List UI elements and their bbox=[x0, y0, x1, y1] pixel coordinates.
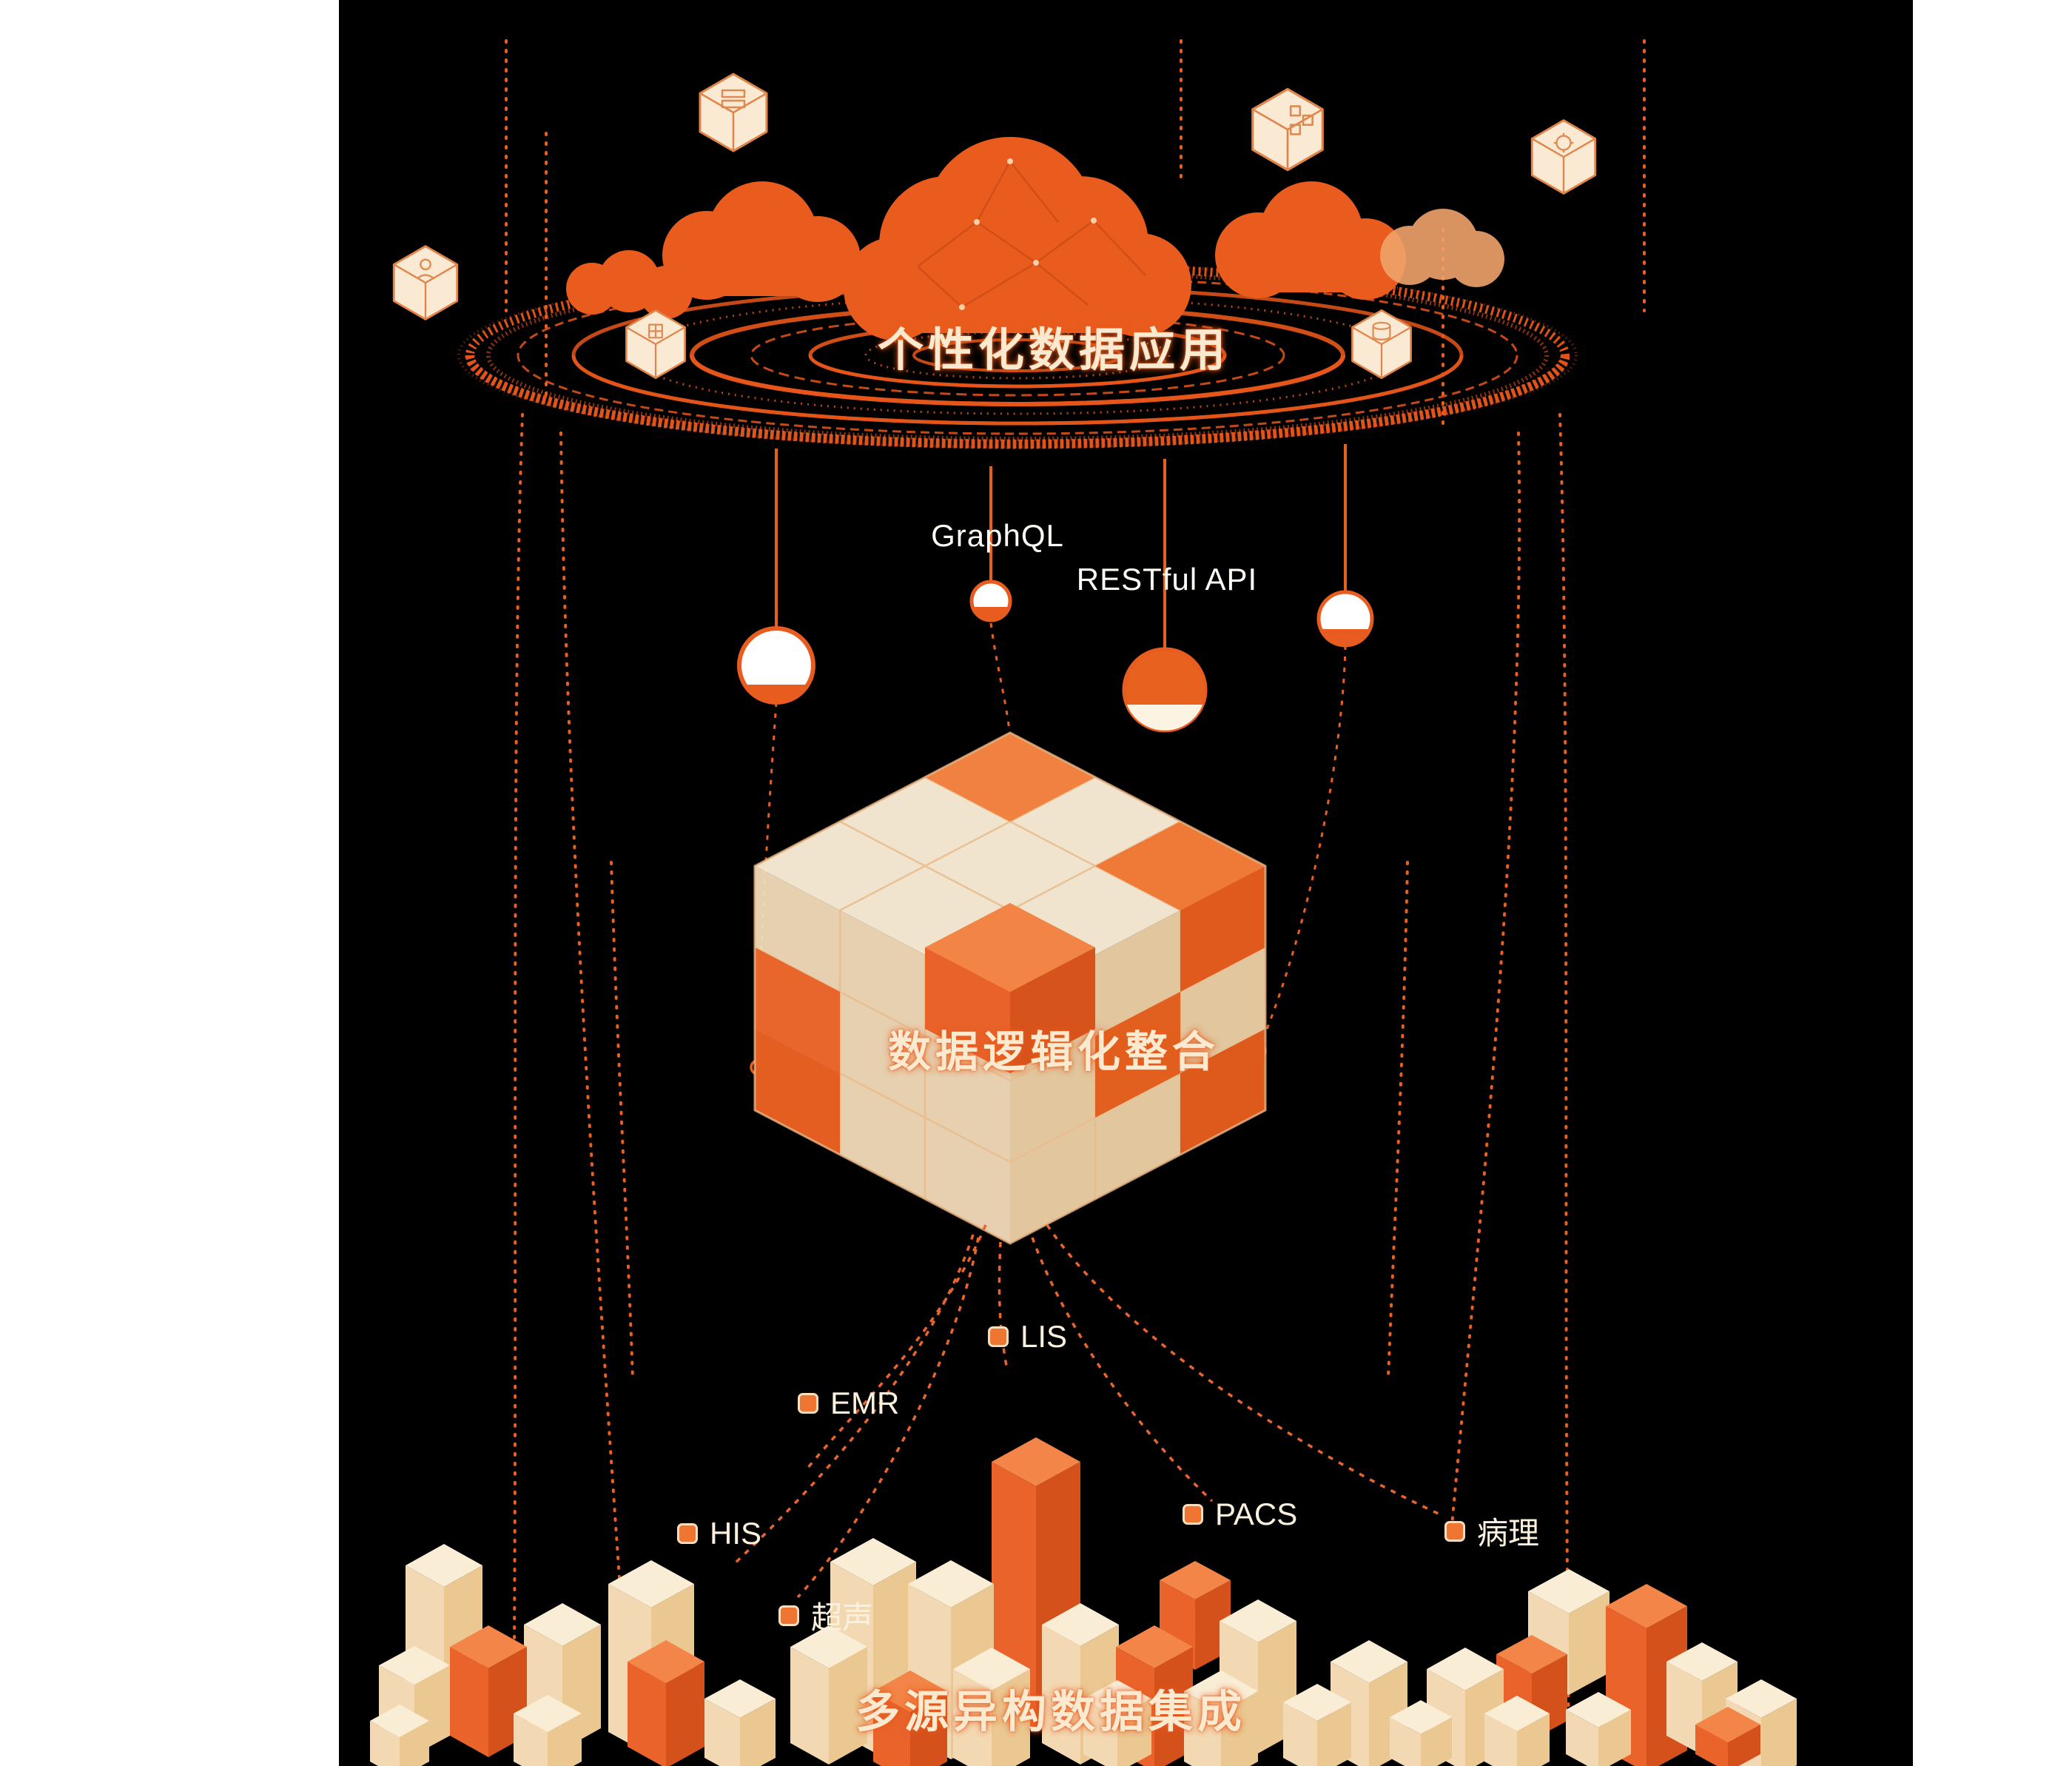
integration-cube-icon bbox=[753, 731, 1267, 1245]
pathology-bullet-icon bbox=[1444, 1520, 1465, 1542]
his-bullet-icon bbox=[677, 1523, 698, 1544]
top-title: 个性化数据应用 bbox=[877, 325, 1231, 376]
pathology-label-text: 病理 bbox=[1477, 1516, 1540, 1551]
gear-cube-icon bbox=[1530, 119, 1597, 195]
emr-label-text: EMR bbox=[830, 1386, 900, 1420]
restful-api-label: RESTful API bbox=[1076, 562, 1258, 597]
ultrasound-bullet-icon bbox=[778, 1605, 799, 1626]
database-cube-icon bbox=[1351, 309, 1412, 380]
pendulum-ball-icon bbox=[1122, 647, 1208, 733]
iso-city-icon bbox=[370, 1437, 1797, 1766]
person-cube-icon bbox=[392, 245, 459, 320]
cloud-cluster-icon bbox=[566, 137, 1504, 340]
lis-bullet-icon bbox=[988, 1326, 1009, 1347]
label-lis: LIS bbox=[988, 1319, 1067, 1354]
emr-bullet-icon bbox=[798, 1393, 818, 1414]
pendulum-ball-icon bbox=[1316, 590, 1374, 648]
label-ultrasound: 超声 bbox=[778, 1593, 873, 1638]
box-cube-icon bbox=[625, 309, 686, 380]
bottom-title: 多源异构数据集成 bbox=[855, 1687, 1246, 1737]
server-cube-icon bbox=[699, 73, 768, 152]
lis-label-text: LIS bbox=[1020, 1319, 1068, 1354]
pacs-bullet-icon bbox=[1183, 1504, 1203, 1525]
graphql-label: GraphQL bbox=[931, 518, 1064, 553]
label-pathology: 病理 bbox=[1444, 1508, 1539, 1554]
middle-title: 数据逻辑化整合 bbox=[887, 1028, 1220, 1076]
pendulum-ball-icon bbox=[737, 626, 815, 705]
pendulum-ball-icon bbox=[969, 580, 1012, 622]
ultrasound-label-text: 超声 bbox=[811, 1600, 874, 1635]
pacs-label-text: PACS bbox=[1215, 1497, 1298, 1531]
his-label-text: HIS bbox=[710, 1516, 762, 1551]
label-pacs: PACS bbox=[1183, 1497, 1297, 1532]
label-emr: EMR bbox=[798, 1386, 899, 1421]
curtain-lines bbox=[512, 413, 1570, 1733]
label-his: HIS bbox=[677, 1516, 761, 1551]
blocks-cube-icon bbox=[1251, 87, 1324, 172]
data-flow-lines bbox=[731, 1224, 1444, 1599]
orbit-rings-front bbox=[465, 355, 1570, 449]
